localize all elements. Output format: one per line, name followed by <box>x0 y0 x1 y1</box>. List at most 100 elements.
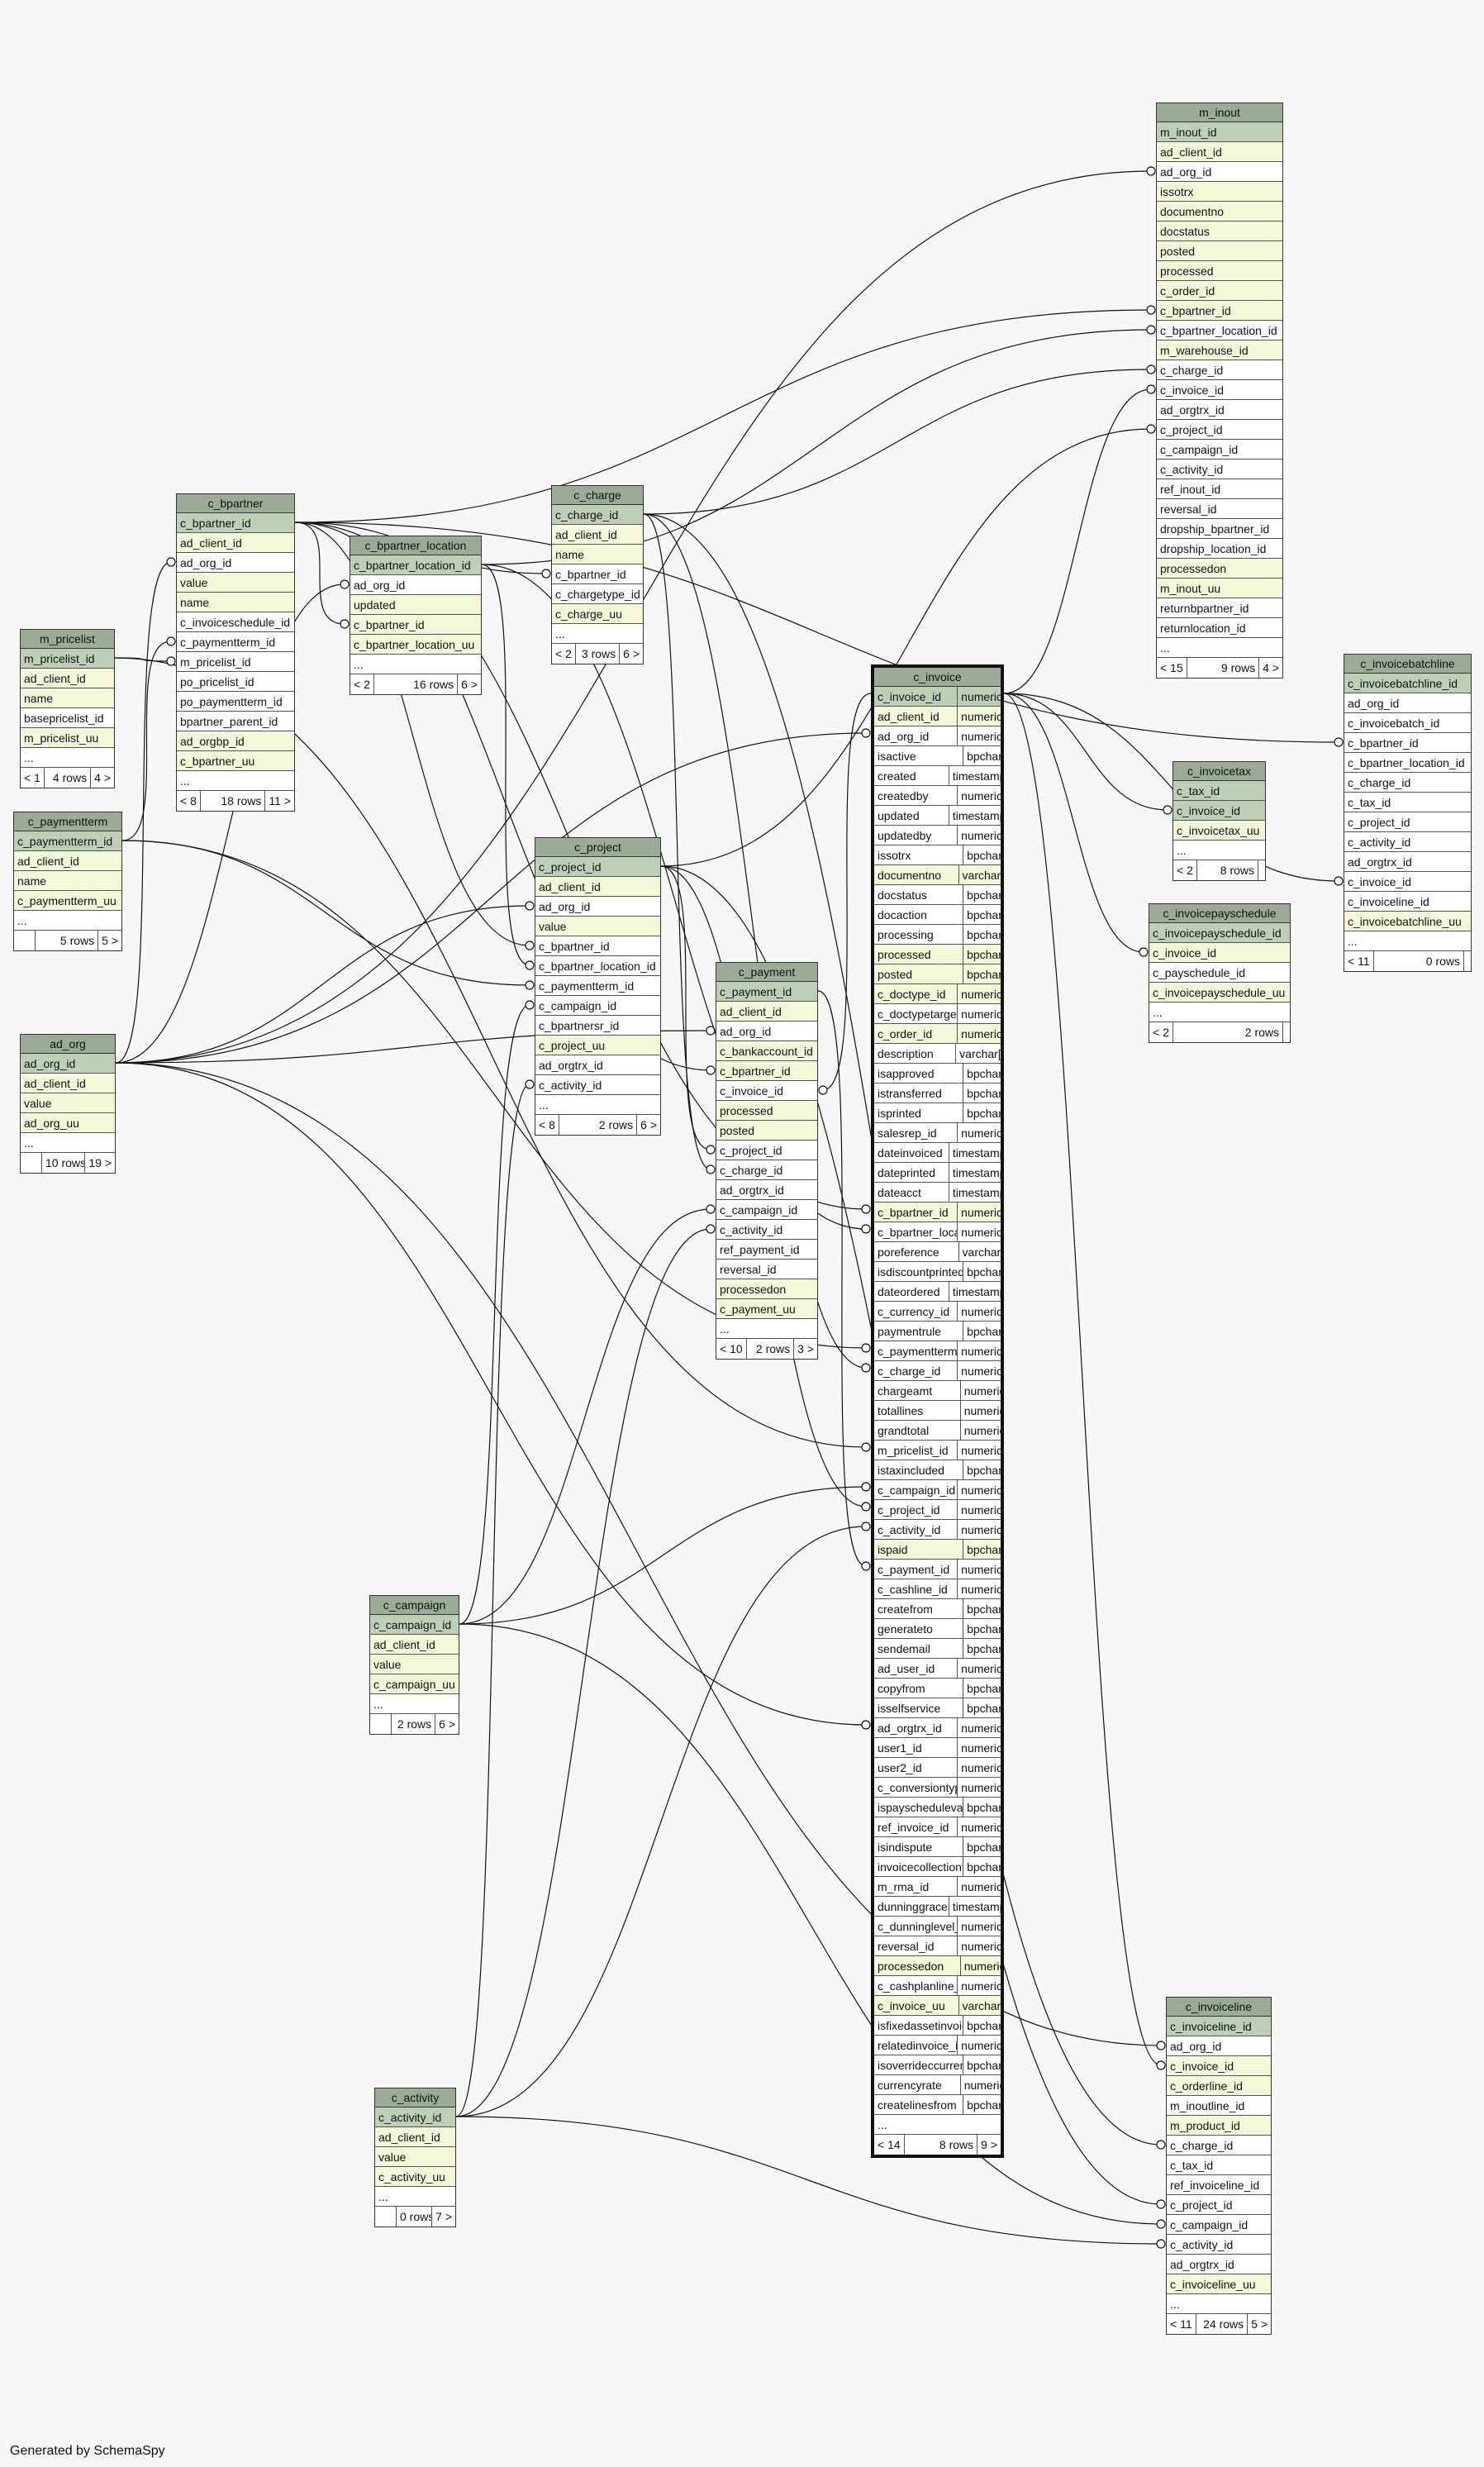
column-row[interactable]: ref_invoiceline_id <box>1167 2175 1271 2195</box>
column-row[interactable]: c_payschedule_id <box>1149 963 1290 983</box>
column-row[interactable]: c_invoice_id <box>1173 801 1265 821</box>
column-row[interactable]: po_paymentterm_id <box>177 692 294 712</box>
column-row[interactable]: posted <box>1157 241 1282 261</box>
column-row[interactable]: c_chargetype_id <box>552 584 643 604</box>
column-row[interactable]: ad_org_id <box>716 1022 817 1041</box>
table-title[interactable]: c_invoiceline <box>1167 1998 1271 2017</box>
column-row[interactable]: value <box>177 573 294 593</box>
column-row[interactable]: ad_client_id <box>21 1074 115 1093</box>
column-row[interactable]: m_inout_uu <box>1157 579 1282 598</box>
column-row[interactable]: copyfrombpchar[1] <box>874 1679 1001 1698</box>
column-row[interactable]: isapprovedbpchar[1] <box>874 1064 1001 1083</box>
column-row[interactable]: ad_org_id <box>1157 162 1282 182</box>
column-row[interactable]: c_bankaccount_id <box>716 1041 817 1061</box>
column-row[interactable]: docstatus <box>1157 221 1282 241</box>
column-row[interactable]: c_invoiceschedule_id <box>177 612 294 632</box>
column-row[interactable]: ad_client_id <box>375 2127 455 2147</box>
column-row[interactable]: c_charge_id <box>1167 2136 1271 2155</box>
table-title[interactable]: c_paymentterm <box>14 812 121 831</box>
column-row[interactable]: ad_org_uu <box>21 1113 115 1133</box>
column-row[interactable]: name <box>14 871 121 891</box>
column-row[interactable]: c_activity_id <box>1167 2235 1271 2255</box>
column-row[interactable]: dateaccttimestamp[29,6] <box>874 1183 1001 1203</box>
column-row[interactable]: ad_client_id <box>535 877 660 897</box>
column-row[interactable]: ad_client_id <box>1157 142 1282 162</box>
column-row[interactable]: c_invoicepayschedule_uu <box>1149 983 1290 1003</box>
column-row[interactable]: ad_org_id <box>350 575 481 595</box>
parents-count[interactable] <box>14 931 36 950</box>
column-row[interactable]: generatetobpchar[1] <box>874 1619 1001 1639</box>
parents-count[interactable]: < 10 <box>716 1339 747 1359</box>
column-row[interactable]: c_project_id <box>535 857 660 877</box>
column-row[interactable]: c_charge_id <box>552 505 643 525</box>
column-row[interactable]: c_project_id <box>1344 812 1471 832</box>
column-row[interactable]: dropship_location_id <box>1157 539 1282 559</box>
column-row[interactable]: dunninggracetimestamp[29,6] <box>874 1897 1001 1917</box>
column-row[interactable]: processedon <box>716 1279 817 1299</box>
column-row[interactable]: docactionbpchar[2] <box>874 905 1001 925</box>
table-title[interactable]: c_project <box>535 838 660 857</box>
column-row[interactable]: c_bpartnersr_id <box>535 1016 660 1036</box>
column-row[interactable]: c_invoicebatchline_uu <box>1344 912 1471 931</box>
column-row[interactable]: ad_org_id <box>1167 2036 1271 2056</box>
children-count[interactable]: 6 > <box>461 678 478 691</box>
column-row[interactable]: c_order_id <box>1157 281 1282 301</box>
column-row[interactable]: returnlocation_id <box>1157 618 1282 638</box>
column-row[interactable]: c_bpartner_id <box>1344 733 1471 753</box>
column-row[interactable]: c_invoiceline_uu <box>1167 2274 1271 2294</box>
column-row[interactable]: value <box>370 1655 459 1674</box>
column-row[interactable]: processed <box>1157 261 1282 281</box>
table-title[interactable]: c_invoice <box>874 668 1001 687</box>
column-row[interactable]: c_campaign_id <box>1167 2215 1271 2235</box>
children-count[interactable]: 4 > <box>1263 661 1279 674</box>
column-row[interactable]: c_tax_id <box>1173 781 1265 801</box>
column-row[interactable]: m_pricelist_uu <box>21 728 114 748</box>
children-count[interactable]: 9 > <box>981 2138 997 2151</box>
column-row[interactable]: ad_org_id <box>535 897 660 917</box>
column-row[interactable]: dateinvoicedtimestamp[29,6] <box>874 1143 1001 1163</box>
table-title[interactable]: c_invoicetax <box>1173 762 1265 781</box>
column-row[interactable]: ad_org_id <box>177 553 294 573</box>
parents-count[interactable]: < 14 <box>874 2135 905 2155</box>
column-row[interactable]: po_pricelist_id <box>177 672 294 692</box>
table-title[interactable]: m_pricelist <box>21 630 114 649</box>
column-row[interactable]: c_payment_id <box>716 982 817 1002</box>
column-row[interactable]: m_inoutline_id <box>1167 2096 1271 2116</box>
column-row[interactable]: m_inout_id <box>1157 122 1282 142</box>
parents-count[interactable]: < 2 <box>1149 1022 1173 1042</box>
column-row[interactable]: processed <box>716 1101 817 1121</box>
column-row[interactable]: name <box>21 688 114 708</box>
column-row[interactable]: ad_client_id <box>552 525 643 545</box>
column-row[interactable]: isselfservicebpchar[1] <box>874 1698 1001 1718</box>
column-row[interactable]: ad_orgtrx_id <box>535 1055 660 1075</box>
column-row[interactable]: c_orderline_id <box>1167 2076 1271 2096</box>
column-row[interactable]: c_project_id <box>716 1141 817 1160</box>
children-count[interactable]: 11 > <box>269 794 291 807</box>
column-row[interactable]: c_invoicebatchline_id <box>1344 674 1471 693</box>
column-row[interactable]: c_charge_id <box>1157 360 1282 380</box>
column-row[interactable]: reversal_id <box>1157 499 1282 519</box>
column-row[interactable]: ad_orgtrx_id <box>716 1180 817 1200</box>
column-row[interactable]: docstatusbpchar[2] <box>874 885 1001 905</box>
